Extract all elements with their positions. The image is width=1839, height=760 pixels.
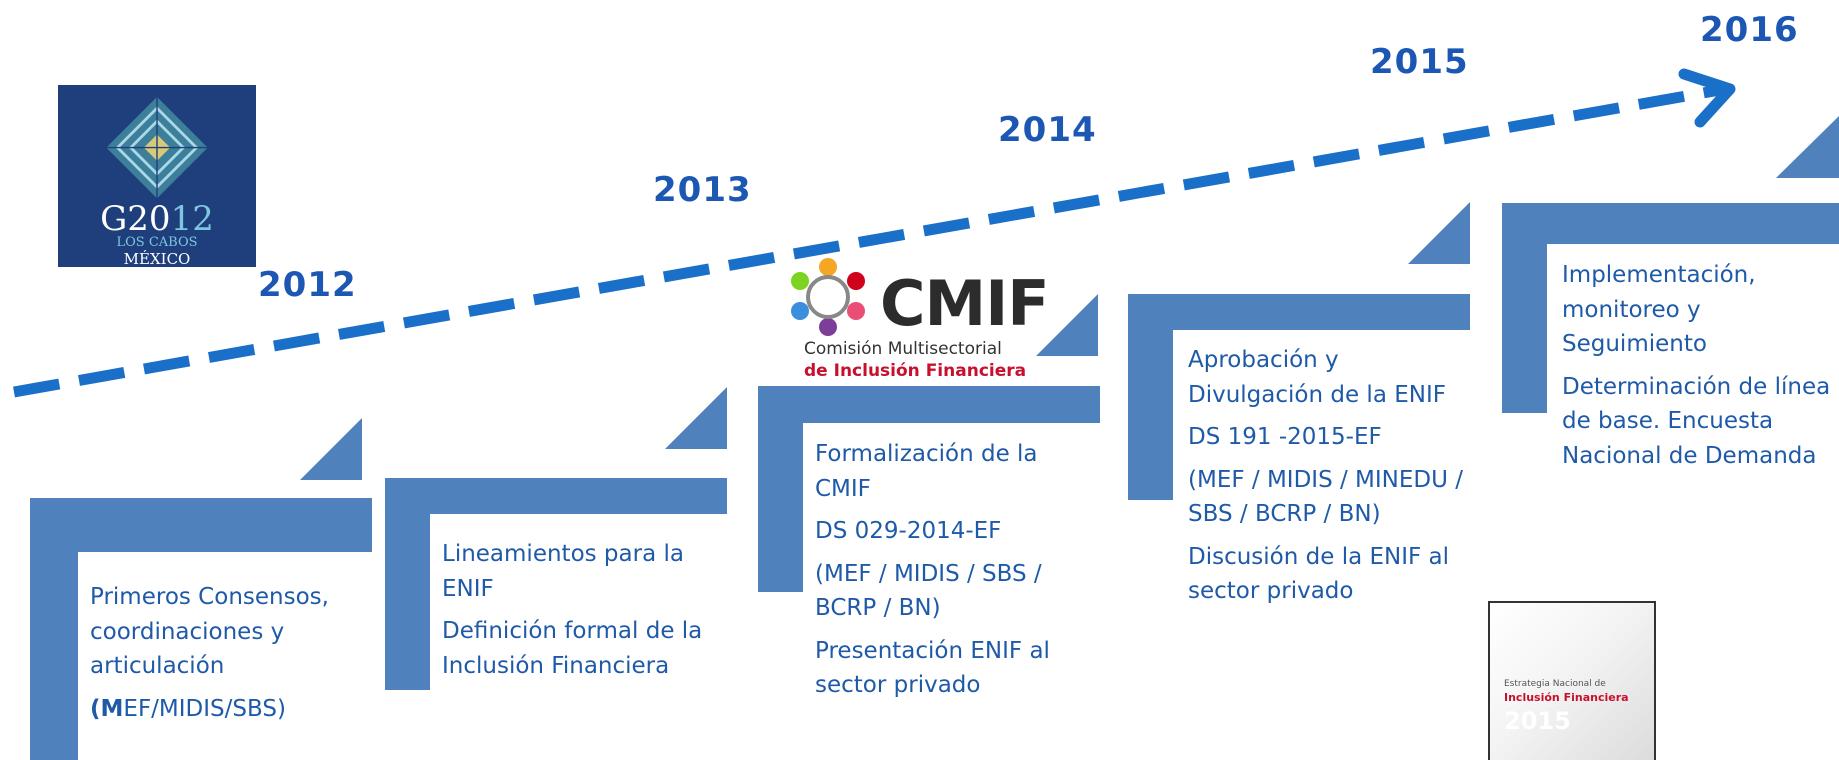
g20-logo: G2012 LOS CABOS MÉXICO xyxy=(58,85,256,267)
cmif-wordmark: CMIF xyxy=(880,267,1050,340)
g20-title: G2012 xyxy=(100,199,214,240)
step-tab-1 xyxy=(300,418,362,480)
step-shape-3 xyxy=(758,386,1100,592)
step-shape-1 xyxy=(30,498,372,760)
step-4-para-2: DS 191 -2015-EF xyxy=(1188,424,1382,450)
step-3-para-4: Presentación ENIF al sector privado xyxy=(815,637,1050,699)
step-4-para-3: (MEF / MIDIS / MINEDU / SBS / BCRP / BN) xyxy=(1188,466,1464,528)
year-2012: 2012 xyxy=(258,265,357,305)
step-2-text: Lineamientos para la ENIF Definición for… xyxy=(442,537,722,691)
step-tab-5 xyxy=(1776,116,1839,178)
cmif-ring-icon xyxy=(791,258,865,336)
step-tab-2 xyxy=(665,387,727,449)
g20-subtitle-cabos: LOS CABOS xyxy=(116,235,198,251)
step-1-para-2: (MEF/MIDIS/SBS) xyxy=(90,695,286,722)
step-4-para-4: Discusión de la ENIF al sector privado xyxy=(1188,543,1450,605)
step-5-text: Implementación, monitoreo y Seguimiento … xyxy=(1562,258,1834,481)
step-1-para-1: Primeros Consensos, coordinaciones y art… xyxy=(90,584,329,679)
step-tab-3 xyxy=(1036,294,1098,356)
step-3-para-1: Formalización de la CMIF xyxy=(815,441,1038,502)
g20-subtitle-mexico: MÉXICO xyxy=(123,249,191,268)
step-2-para-1: Lineamientos para la ENIF xyxy=(442,541,684,602)
step-5-para-2: Determinación de línea de base. Encuesta… xyxy=(1562,373,1831,469)
step-shape-4 xyxy=(1128,294,1470,500)
step-3-para-2: DS 029-2014-EF xyxy=(815,518,1002,544)
step-shape-5 xyxy=(1502,203,1839,413)
step-2-para-2: Definición formal de la Inclusión Financ… xyxy=(442,618,703,679)
timeline-arrowhead xyxy=(1678,68,1736,128)
step-3-para-3: (MEF / MIDIS / SBS / BCRP / BN) xyxy=(815,560,1042,622)
step-shape-2 xyxy=(385,478,727,690)
enif-cover-image: Estrategia Nacional de Inclusión Financi… xyxy=(1488,601,1656,760)
year-2015: 2015 xyxy=(1370,42,1469,82)
step-5-para-1: Implementación, monitoreo y Seguimiento xyxy=(1562,262,1756,357)
cmif-logo: CMIF Comisión Multisectorial de Inclusió… xyxy=(788,257,1050,387)
step-3-text: Formalización de la CMIF DS 029-2014-EF … xyxy=(815,437,1085,711)
year-2014: 2014 xyxy=(998,110,1097,150)
step-1-text: Primeros Consensos, coordinaciones y art… xyxy=(90,580,370,734)
step-4-para-1: Aprobación y Divulgación de la ENIF xyxy=(1188,347,1446,408)
enif-cover-line2: Inclusión Financiera xyxy=(1504,691,1629,704)
step-tab-4 xyxy=(1408,202,1470,264)
year-2013: 2013 xyxy=(653,170,752,210)
enif-cover-year: 2015 xyxy=(1504,707,1571,735)
cmif-subtitle-red: de Inclusión Financiera xyxy=(804,361,1027,381)
g20-diamond-icon xyxy=(106,96,208,199)
cmif-subtitle: Comisión Multisectorial xyxy=(804,339,1002,359)
step-4-text: Aprobación y Divulgación de la ENIF DS 1… xyxy=(1188,343,1468,617)
year-2016: 2016 xyxy=(1700,10,1799,50)
enif-cover-line1: Estrategia Nacional de xyxy=(1504,679,1606,689)
timeline-arrow xyxy=(13,84,1721,398)
